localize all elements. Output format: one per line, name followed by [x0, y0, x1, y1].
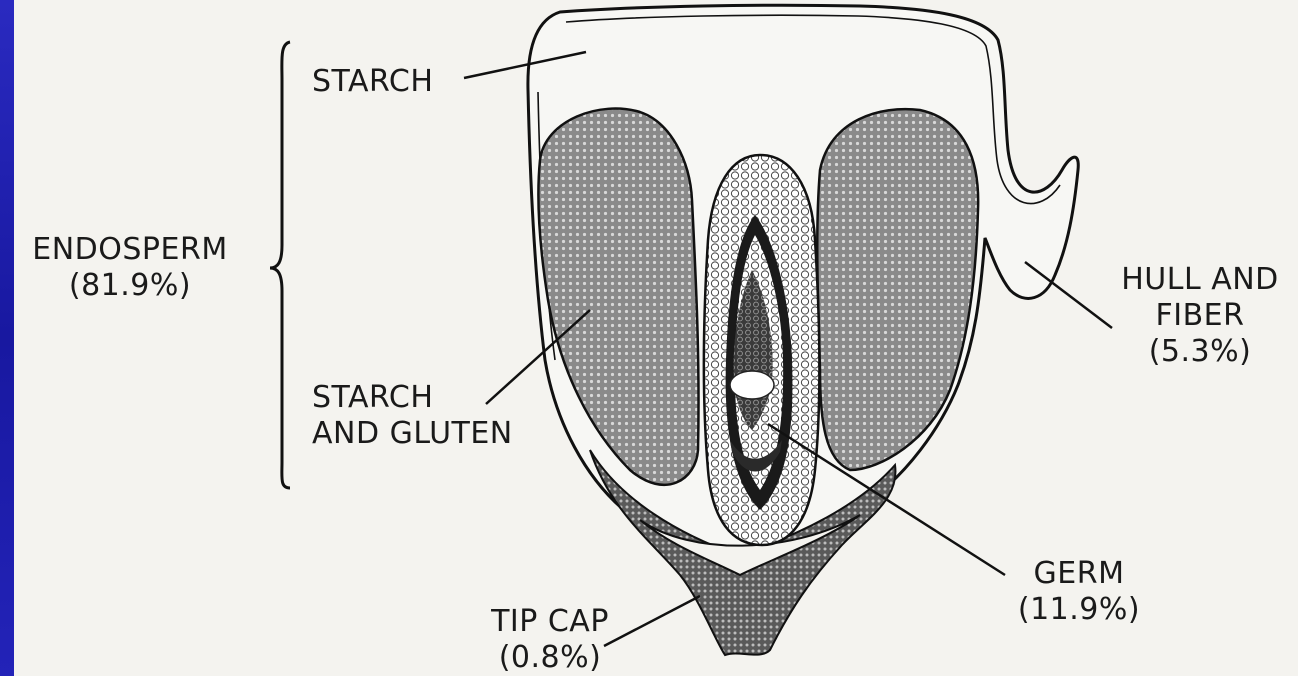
label-endosperm-name: ENDOSPERM: [10, 232, 250, 268]
label-tip-cap-percent: (0.8%): [470, 640, 630, 676]
endosperm-bracket: [270, 42, 290, 488]
label-hull-and-fiber-line1: HULL AND: [1108, 262, 1292, 298]
label-hull-and-fiber-percent: (5.3%): [1108, 334, 1292, 370]
germ-embryo-ring: [730, 371, 774, 399]
label-starch-and-gluten-line2: AND GLUTEN: [312, 416, 513, 452]
label-starch-and-gluten-line1: STARCH: [312, 380, 513, 416]
label-tip-cap-name: TIP CAP: [470, 604, 630, 640]
label-endosperm: ENDOSPERM (81.9%): [10, 232, 250, 304]
label-endosperm-percent: (81.9%): [10, 268, 250, 304]
label-germ-percent: (11.9%): [1004, 592, 1154, 628]
label-germ: GERM (11.9%): [1004, 556, 1154, 628]
label-hull-and-fiber: HULL AND FIBER (5.3%): [1108, 262, 1292, 370]
label-hull-and-fiber-line2: FIBER: [1108, 298, 1292, 334]
label-tip-cap: TIP CAP (0.8%): [470, 604, 630, 676]
starch-gluten-left-lobe: [538, 109, 698, 485]
label-starch-and-gluten: STARCH AND GLUTEN: [312, 380, 513, 452]
label-starch: STARCH: [312, 64, 433, 100]
starch-gluten-right-lobe: [817, 109, 978, 470]
label-germ-name: GERM: [1004, 556, 1154, 592]
